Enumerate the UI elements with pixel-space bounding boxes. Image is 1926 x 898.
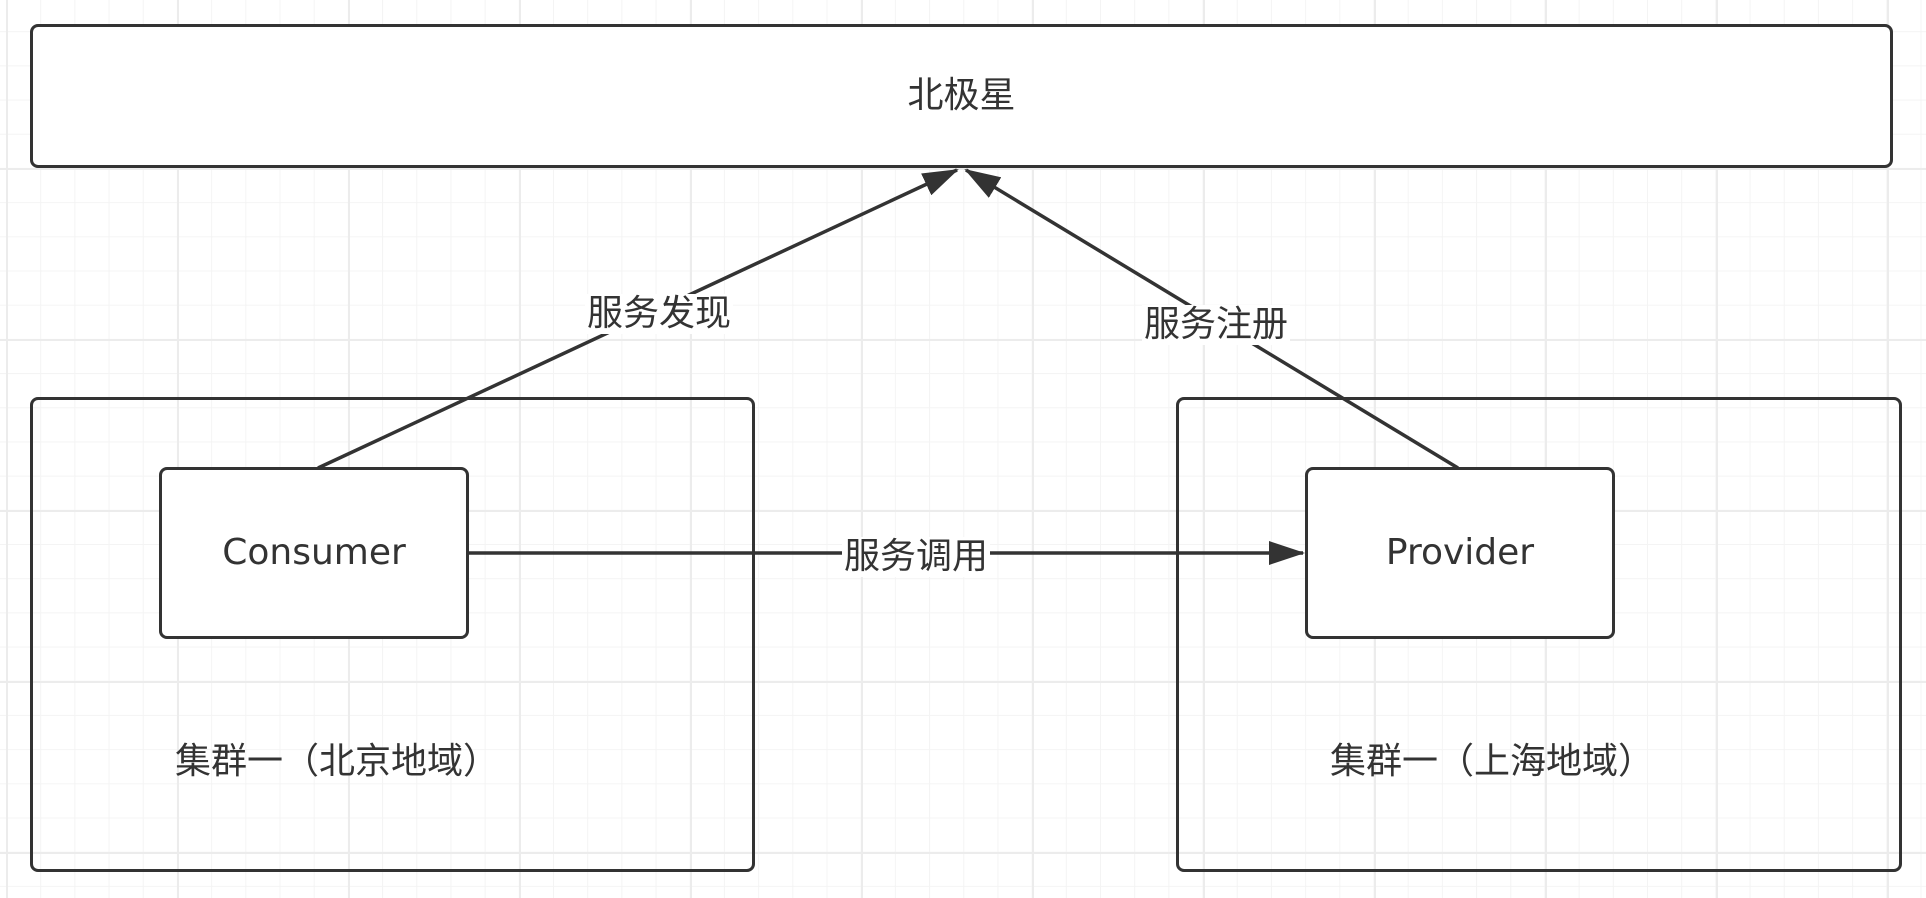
consumer-node[interactable]: Consumer [159,467,469,639]
provider-label: Provider [1385,532,1535,573]
edge-invocation-label: 服务调用 [841,536,991,577]
cluster-shanghai-label: 集群一（上海地域） [1329,741,1655,782]
cluster-beijing-label: 集群一（北京地域） [174,741,500,782]
consumer-label: Consumer [222,532,406,573]
edge-discovery-label: 服务发现 [584,293,734,334]
cluster-shanghai-node[interactable]: 集群一（上海地域） [1176,397,1902,872]
edge-registration-label: 服务注册 [1141,304,1291,345]
registry-node[interactable]: 北极星 [30,24,1893,168]
provider-node[interactable]: Provider [1305,467,1615,639]
registry-label: 北极星 [907,75,1016,116]
cluster-beijing-node[interactable]: 集群一（北京地域） [30,397,755,872]
